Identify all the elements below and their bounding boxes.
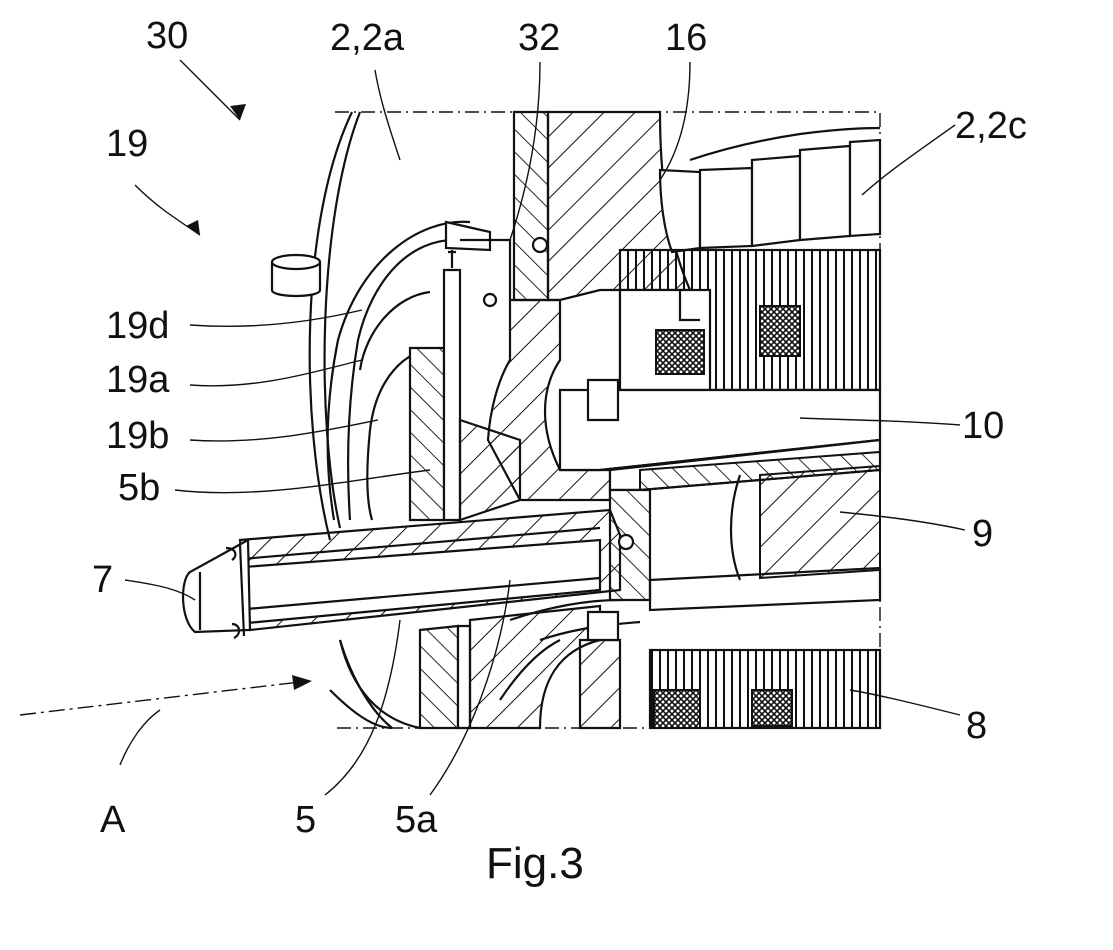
label-A: A: [100, 799, 126, 841]
label-19a: 19a: [106, 359, 170, 401]
fan-wheel: [310, 112, 392, 728]
label-16: 16: [665, 17, 707, 59]
label-7: 7: [92, 559, 113, 601]
sleeve-9: [610, 440, 880, 610]
axis-A: [20, 675, 312, 715]
label-10: 10: [962, 405, 1004, 447]
lower-section: [340, 600, 880, 728]
label-19b: 19b: [106, 415, 169, 457]
label-2-2c: 2,2c: [955, 105, 1027, 147]
label-5b: 5b: [118, 467, 160, 509]
label-8: 8: [966, 705, 987, 747]
disc-5b: [444, 250, 460, 520]
label-5a: 5a: [395, 799, 438, 841]
label-2-2a: 2,2a: [330, 17, 405, 59]
label-19: 19: [106, 123, 148, 165]
label-30: 30: [146, 15, 188, 57]
label-32: 32: [518, 17, 560, 59]
stator-upper: [620, 250, 880, 390]
peg: [272, 255, 320, 296]
figure-caption: Fig.3: [486, 839, 584, 888]
blades-16: [660, 128, 880, 252]
label-5: 5: [295, 799, 316, 841]
label-9: 9: [972, 513, 993, 555]
label-19d: 19d: [106, 305, 169, 347]
